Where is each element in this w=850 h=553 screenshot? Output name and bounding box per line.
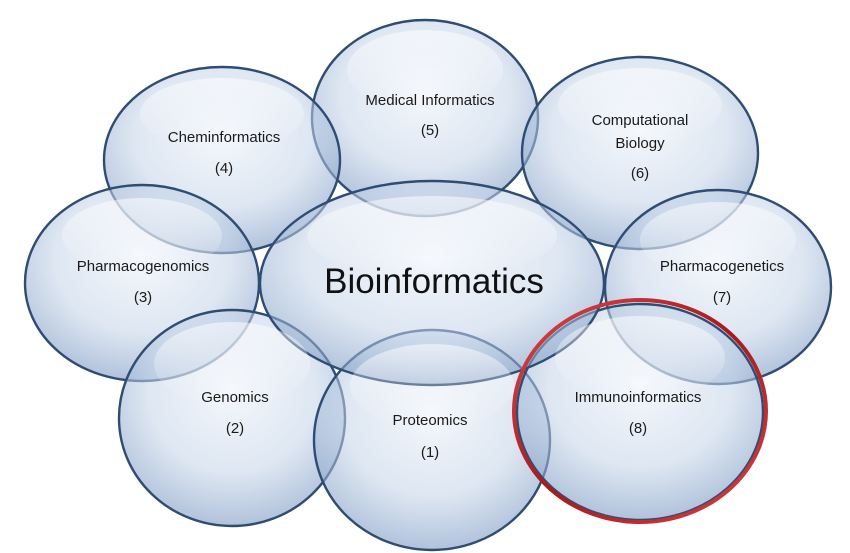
label-proteomics: Proteomics xyxy=(392,412,467,429)
label-computational-biology-line2: Biology xyxy=(615,135,665,152)
number-genomics: (2) xyxy=(226,420,244,437)
number-pharmacogenomics: (3) xyxy=(134,289,152,306)
number-cheminformatics: (4) xyxy=(215,160,233,177)
label-immunoinformatics: Immunoinformatics xyxy=(575,389,702,406)
number-medical-informatics: (5) xyxy=(421,122,439,139)
label-pharmacogenomics: Pharmacogenomics xyxy=(77,258,210,275)
label-cheminformatics: Cheminformatics xyxy=(168,129,281,146)
label-pharmacogenetics: Pharmacogenetics xyxy=(660,258,784,275)
number-immunoinformatics: (8) xyxy=(629,420,647,437)
number-proteomics: (1) xyxy=(421,444,439,461)
number-pharmacogenetics: (7) xyxy=(713,289,731,306)
label-genomics: Genomics xyxy=(201,389,269,406)
center-label-bioinformatics: Bioinformatics xyxy=(324,262,544,301)
label-computational-biology-line1: Computational xyxy=(592,112,689,129)
highlight-ring-immunoinformatics xyxy=(512,298,768,524)
label-medical-informatics: Medical Informatics xyxy=(365,92,494,109)
number-computational-biology: (6) xyxy=(631,165,649,182)
topic-labels: Bioinformatics Medical Informatics (5) C… xyxy=(77,92,784,461)
